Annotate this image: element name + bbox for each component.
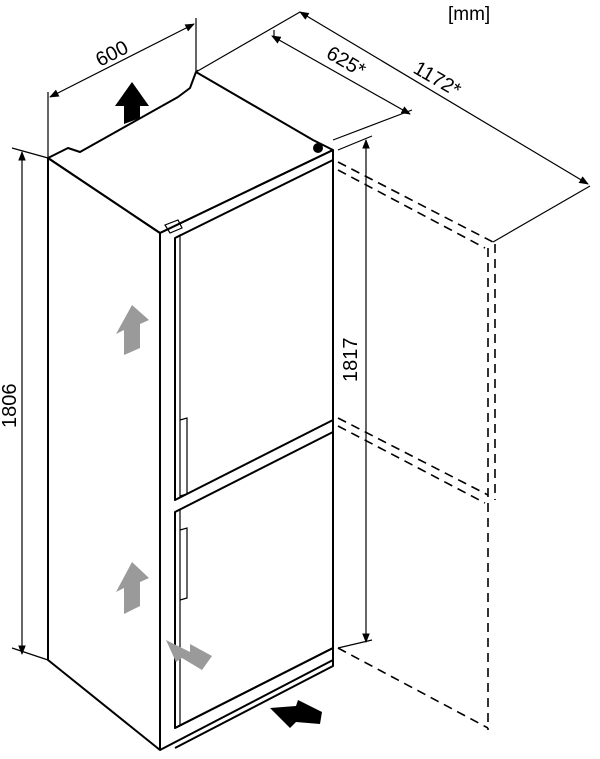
dimension-height-niche: 1817 — [337, 135, 373, 649]
dimension-height-niche-label: 1817 — [340, 338, 362, 383]
dimension-height-cabinet: 1806 — [0, 147, 49, 661]
unit-label: [mm] — [448, 4, 490, 25]
airflow-arrow-icon — [166, 640, 212, 670]
dimension-height-cabinet-label: 1806 — [0, 384, 21, 429]
dimension-width-label: 600 — [92, 37, 132, 72]
dimension-depth-door-open: 1172* — [195, 11, 591, 243]
dimension-depth-label: 625* — [323, 42, 370, 82]
airflow-arrow-icon — [116, 562, 149, 614]
airflow-arrow-icon — [116, 305, 149, 355]
dimension-depth: 625* — [195, 30, 413, 141]
push-direction-arrow-icon — [270, 700, 322, 728]
fridge-cabinet — [47, 71, 334, 751]
airflow-arrow-icon — [115, 82, 149, 124]
hinge-icon — [313, 143, 323, 153]
niche-outline — [337, 161, 496, 730]
dimension-width: 600 — [47, 18, 197, 158]
dimension-depth-door-open-label: 1172* — [410, 57, 465, 102]
